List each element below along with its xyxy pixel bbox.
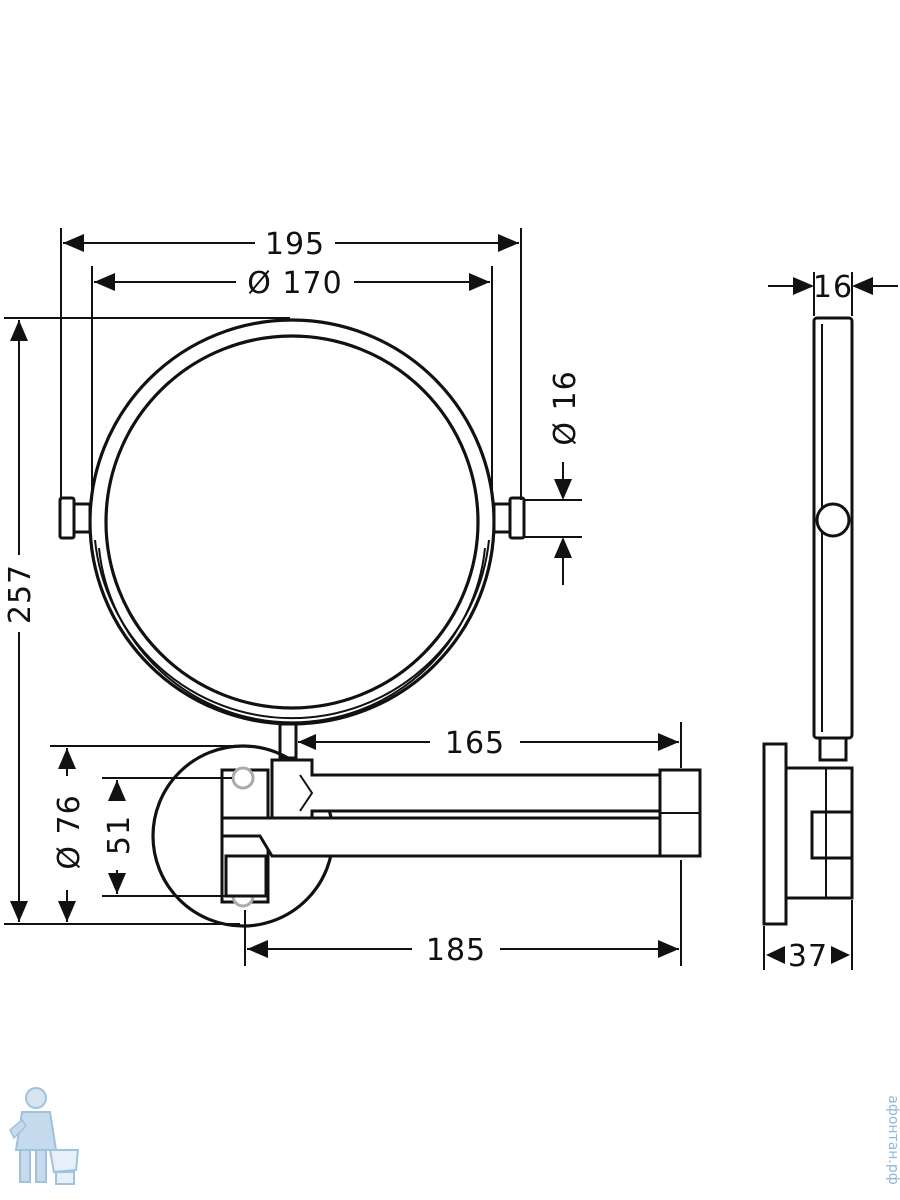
- mirror-frame-edge: [94, 539, 490, 720]
- mirror-outer-frame: [88, 318, 496, 726]
- watermark-text: афонтан.рф: [885, 1095, 900, 1184]
- mirror-side-view: [762, 316, 854, 926]
- dimension-side-thickness: 16: [768, 270, 898, 316]
- lower-swing-arm: [220, 816, 674, 858]
- right-pivot-collar: [492, 502, 512, 534]
- dim-label-257: 257: [3, 564, 38, 624]
- dim-label-pivot-16: Ø 16: [548, 370, 583, 445]
- right-pivot-knob: [508, 496, 526, 540]
- dimension-overall-width: 195: [60, 227, 522, 500]
- side-wall-plate: [762, 742, 788, 926]
- dimension-plate-diameter: Ø 76: [50, 745, 240, 922]
- dim-label-170: Ø 170: [247, 266, 342, 301]
- mirror-stem: [278, 722, 298, 760]
- side-pivot-knob: [815, 502, 851, 538]
- upper-arm-joint: [299, 774, 314, 812]
- dimension-mirror-diameter: Ø 170: [91, 266, 493, 500]
- upper-swing-arm: [270, 758, 674, 820]
- dimension-hole-spacing: 51: [102, 777, 232, 897]
- dim-label-37: 37: [788, 939, 828, 974]
- side-stem: [818, 736, 848, 762]
- dimension-arm-length: 165: [298, 722, 682, 768]
- dimension-total-projection: 185: [244, 860, 682, 968]
- dim-label-165: 165: [445, 726, 505, 761]
- dimension-pivot-diameter: Ø 16: [524, 370, 583, 585]
- dim-label-side-16: 16: [813, 270, 853, 305]
- dim-label-76: Ø 76: [52, 794, 87, 869]
- dim-label-51: 51: [102, 815, 137, 855]
- left-pivot-collar: [72, 502, 92, 534]
- dim-label-195: 195: [265, 227, 325, 262]
- mount-hole-top: [231, 766, 255, 790]
- mirror-front-view: [58, 318, 526, 760]
- wall-bracket-front-view: [151, 744, 702, 928]
- plumber-mascot-icon: [9, 1087, 80, 1185]
- left-pivot-knob: [58, 496, 76, 540]
- dim-label-185: 185: [426, 933, 486, 968]
- lower-arm-hinge: [224, 854, 268, 898]
- mirror-frame-edge-inner: [98, 547, 486, 724]
- dimension-overall-height: 257: [3, 317, 290, 925]
- dimension-side-depth: 37: [763, 900, 853, 974]
- side-arm-joint: [810, 810, 854, 860]
- mirror-glass: [104, 334, 480, 710]
